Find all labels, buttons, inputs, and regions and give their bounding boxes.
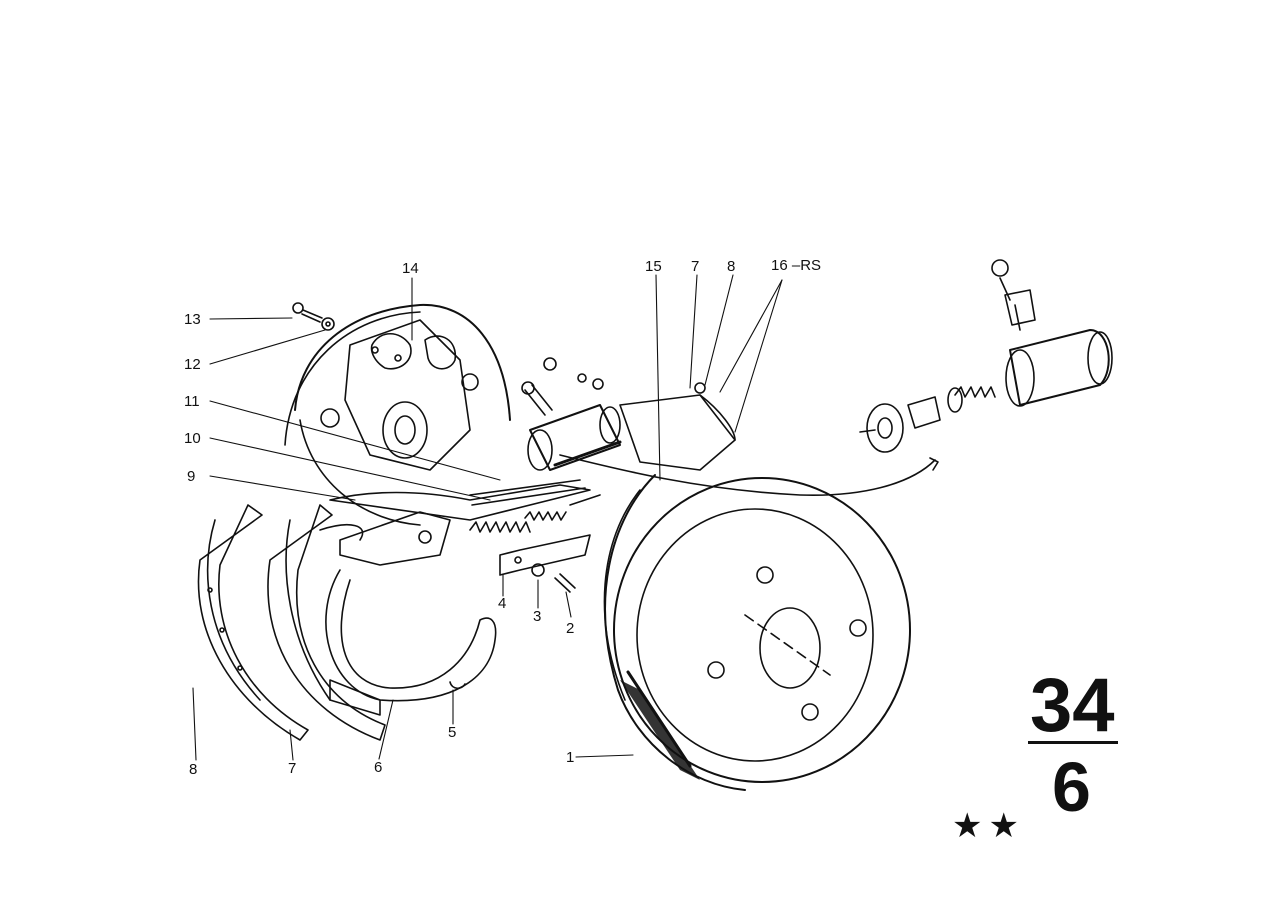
return-spring (469, 494, 601, 533)
brake-shoe-left (197, 504, 309, 741)
group-number-sub: 6 (1052, 748, 1091, 826)
callout-12: 12 (184, 356, 201, 373)
brake-shoe-upper (329, 479, 591, 566)
callout-5: 5 (448, 724, 457, 741)
bolt-13 (292, 302, 323, 323)
adjuster-bracket (499, 534, 591, 576)
support-bracket (619, 382, 736, 471)
callout-7-lower: 7 (288, 760, 297, 777)
callout-8-lower: 8 (189, 761, 198, 778)
hold-down-pin (449, 681, 466, 690)
callout-1: 1 (566, 749, 575, 766)
brake-drum (603, 474, 911, 791)
callout-15: 15 (645, 258, 662, 275)
wheel-cylinder-exploded (859, 259, 1113, 453)
group-number-main: 34 (1030, 663, 1115, 748)
group-fraction-bar (1028, 741, 1118, 744)
screw-and-washer (531, 563, 576, 593)
callout-3: 3 (533, 608, 542, 625)
brake-shoe-right (267, 504, 386, 741)
backing-plate (284, 303, 511, 526)
callout-10: 10 (184, 430, 201, 447)
callout-7-upper: 7 (691, 258, 700, 275)
callout-2: 2 (566, 620, 575, 637)
callout-11: 11 (184, 393, 200, 410)
brake-line (559, 454, 939, 497)
washer-12 (321, 317, 335, 331)
callout-13: 13 (184, 311, 201, 328)
wheel-cylinder (521, 381, 622, 471)
leader-lines (192, 274, 783, 761)
callout-8-upper: 8 (727, 258, 736, 275)
callout-6: 6 (374, 759, 383, 776)
callout-4: 4 (498, 595, 507, 612)
callout-16-rs: 16 –RS (771, 257, 822, 274)
callout-9: 9 (187, 468, 196, 485)
shoe-retainer-ring (325, 569, 497, 716)
callout-14: 14 (402, 260, 419, 277)
star-marks: ★★ (952, 806, 1025, 846)
nut-small (543, 357, 604, 390)
